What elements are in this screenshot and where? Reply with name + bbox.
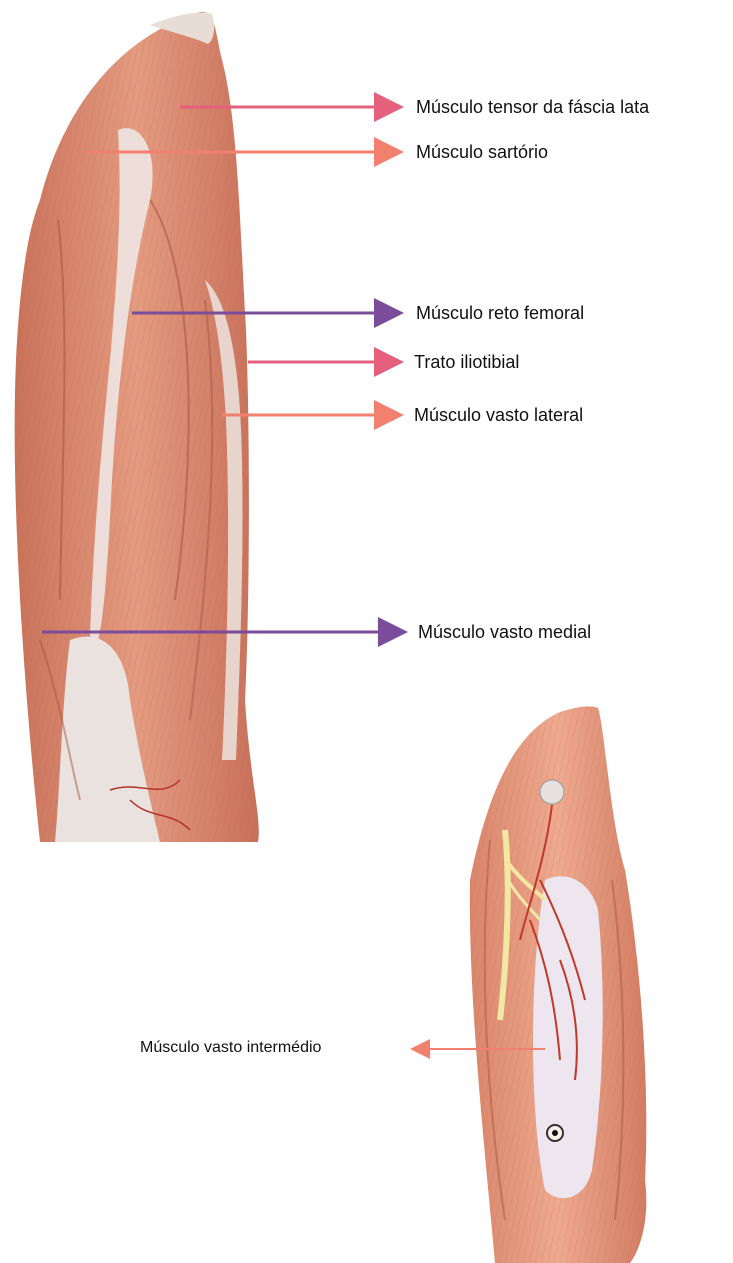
label-tensor-fascia-lata: Músculo tensor da fáscia lata [416,98,649,116]
anterior-thigh-model [15,12,259,842]
label-reto-femoral: Músculo reto femoral [416,304,584,322]
label-trato-iliotibial: Trato iliotibial [414,353,519,371]
label-sartorio: Músculo sartório [416,143,548,161]
label-vasto-intermedio: Músculo vasto intermédio [140,1040,321,1056]
label-vasto-medial: Músculo vasto medial [418,623,591,641]
label-vasto-lateral: Músculo vasto lateral [414,406,583,424]
deep-thigh-model [470,706,646,1263]
